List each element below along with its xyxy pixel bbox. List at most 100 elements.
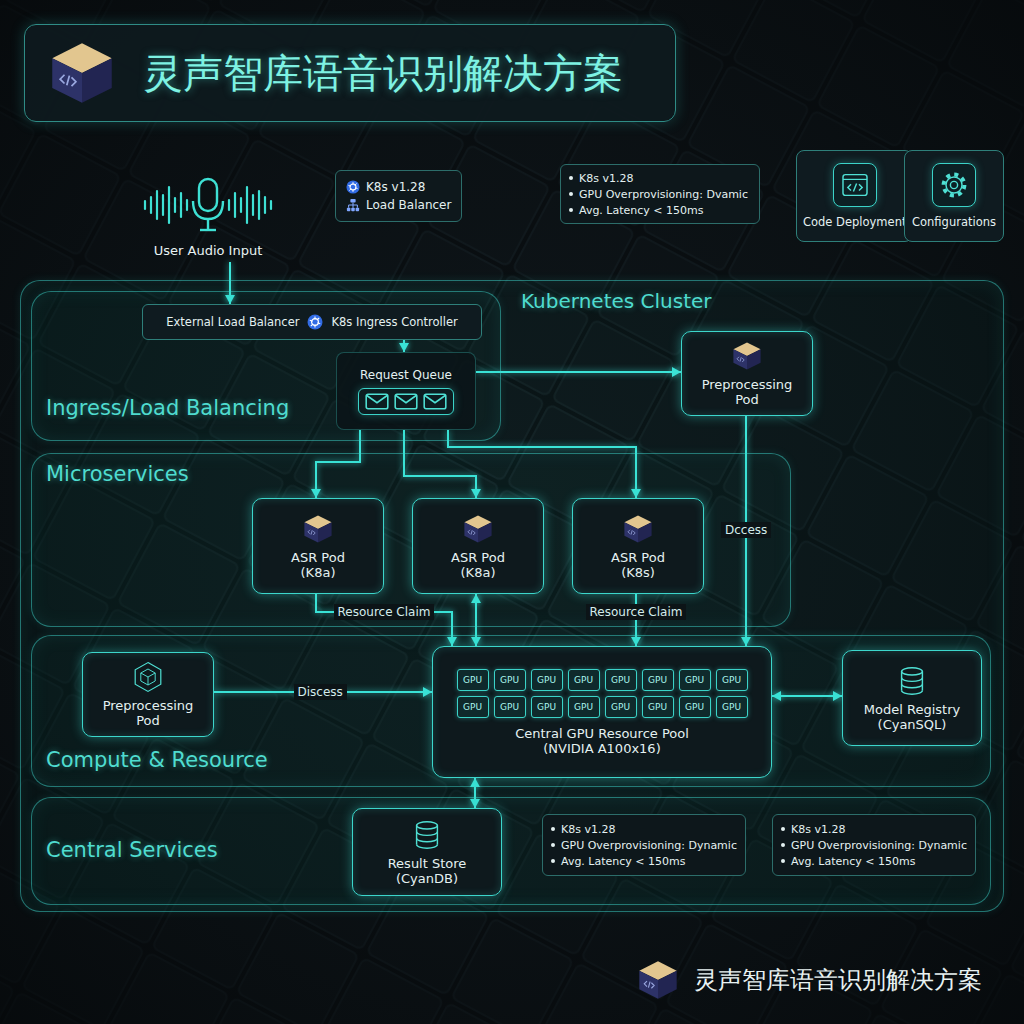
pod-box: ASR Pod (K8s) bbox=[572, 498, 704, 594]
node-label: GPU Overprovisioning: Dynamic bbox=[791, 839, 967, 852]
microphone-icon bbox=[133, 175, 283, 235]
title-text: 灵声智库语音识别解决方案 bbox=[143, 46, 623, 101]
gpu-grid: GPUGPUGPUGPUGPUGPUGPUGPUGPUGPUGPUGPUGPUG… bbox=[457, 669, 748, 718]
k8s-icon bbox=[308, 315, 323, 330]
gpu-chip: GPU bbox=[568, 669, 600, 691]
hex-cube-icon bbox=[132, 661, 164, 693]
cube-logo bbox=[52, 43, 112, 103]
gpu-chip: GPU bbox=[605, 669, 637, 691]
gpu-chip: GPU bbox=[716, 669, 748, 691]
envelope-icon bbox=[423, 393, 447, 410]
envelope-icon bbox=[424, 394, 446, 408]
badge-icon bbox=[347, 199, 359, 211]
queue-icons bbox=[358, 388, 454, 415]
cube-icon bbox=[624, 515, 651, 542]
cube-icon bbox=[304, 515, 331, 542]
node-label: Ingress/Load Balancing bbox=[46, 396, 289, 420]
node-label: Result Store (CyanDB) bbox=[372, 856, 482, 886]
cube-icon bbox=[302, 513, 334, 545]
database-box: Result Store (CyanDB) bbox=[352, 808, 502, 896]
layer-band: MicroservicesASR Pod (K8a)ASR Pod (K8a)A… bbox=[31, 453, 791, 627]
edge-label: Discess bbox=[294, 684, 347, 700]
code-icon bbox=[843, 175, 867, 196]
gear-icon bbox=[938, 169, 970, 201]
title-box: 灵声智库语音识别解决方案 bbox=[24, 24, 676, 122]
cube-logo bbox=[636, 958, 680, 1002]
badge-row: K8s v1.28 bbox=[346, 180, 451, 194]
node-label: K8s v1.28 bbox=[366, 180, 425, 194]
bullet-dot bbox=[781, 859, 785, 863]
gpu-chip: GPU bbox=[642, 696, 674, 718]
gpu-chip: GPU bbox=[716, 696, 748, 718]
database-box: Model Registry (CyanSQL) bbox=[842, 650, 982, 746]
gpu-chip: GPU bbox=[494, 696, 526, 718]
cube-icon bbox=[462, 513, 494, 545]
node-label: Preprocessing Pod bbox=[91, 698, 205, 728]
cube-logo bbox=[639, 961, 676, 998]
gpu-chip: GPU bbox=[568, 696, 600, 718]
info-row: K8s v1.28 bbox=[569, 172, 751, 185]
gpu-chip: GPU bbox=[457, 669, 489, 691]
ingress-strip: External Load Balancer K8s Ingress Contro… bbox=[142, 304, 482, 340]
info-box: K8s v1.28GPU Overprovisioning: DynamicAv… bbox=[542, 814, 746, 876]
node-label: Central GPU Resource Pool (NVIDIA A100x1… bbox=[497, 726, 707, 756]
info-box: K8s v1.28GPU Overprovisioning: DynamicAv… bbox=[772, 814, 976, 876]
caption-text: 灵声智库语音识别解决方案 bbox=[694, 964, 982, 996]
bullet-dot bbox=[781, 827, 785, 831]
node-label: Microservices bbox=[46, 462, 189, 486]
database-icon bbox=[411, 819, 443, 851]
node-label: GPU Overprovisioning: Dvamic bbox=[579, 188, 748, 201]
node-label: ASR Pod (K8s) bbox=[602, 550, 674, 580]
node-label: External Load Balancer bbox=[166, 315, 299, 329]
info-row: GPU Overprovisioning: Dynamic bbox=[551, 839, 737, 852]
pod-box: Preprocessing Pod bbox=[681, 331, 813, 416]
info-row: K8s v1.28 bbox=[781, 823, 967, 836]
info-row: Avg. Latency < 150ms bbox=[569, 204, 751, 217]
icon-frame bbox=[833, 163, 877, 207]
badge-icon bbox=[346, 180, 360, 194]
node-label: K8s v1.28 bbox=[579, 172, 633, 185]
gpu-chip: GPU bbox=[642, 669, 674, 691]
envelope-icon bbox=[394, 393, 418, 410]
node-label: Compute & Resource bbox=[46, 748, 268, 772]
node-label: Avg. Latency < 150ms bbox=[561, 855, 686, 868]
bullet-dot bbox=[569, 192, 573, 196]
edge-label: Dccess bbox=[721, 522, 771, 538]
pod-box: ASR Pod (K8a) bbox=[252, 498, 384, 594]
cube-icon bbox=[622, 513, 654, 545]
bullet-dot bbox=[569, 208, 573, 212]
node-label: User Audio Input bbox=[154, 243, 263, 258]
bullet-dot bbox=[781, 843, 785, 847]
gpu-chip: GPU bbox=[679, 696, 711, 718]
node-label: GPU Overprovisioning: Dynamic bbox=[561, 839, 737, 852]
envelope-icon bbox=[366, 394, 388, 408]
code-icon bbox=[839, 169, 871, 201]
badge-row: Load Balancer bbox=[346, 198, 451, 212]
node-label: K8s Ingress Controller bbox=[331, 315, 457, 329]
node-label: Kubernetes Cluster bbox=[521, 289, 712, 313]
badge-box: K8s v1.28Load Balancer bbox=[335, 170, 462, 222]
edge-label: Resource Claim bbox=[334, 604, 435, 620]
envelope-icon bbox=[395, 394, 417, 408]
layer-band: Kubernetes ClusterIngress/Load Balancing… bbox=[20, 280, 1004, 912]
node-label: K8s v1.28 bbox=[791, 823, 845, 836]
node-label: Avg. Latency < 150ms bbox=[791, 855, 916, 868]
edge-label: Resource Claim bbox=[586, 604, 687, 620]
node-label: Avg. Latency < 150ms bbox=[579, 204, 704, 217]
microphone-icon bbox=[145, 179, 271, 230]
node-label: Code Deployment bbox=[803, 215, 906, 229]
tool-tile: Configurations bbox=[904, 150, 1004, 242]
cube-icon bbox=[464, 515, 491, 542]
bullet-dot bbox=[569, 176, 573, 180]
badge-icon bbox=[346, 198, 360, 212]
database-icon bbox=[417, 821, 438, 847]
layer-band: Ingress/Load Balancing External Load Bala… bbox=[31, 291, 501, 441]
k8s-icon bbox=[307, 314, 323, 330]
badge-icon bbox=[346, 180, 359, 193]
gpu-chip: GPU bbox=[531, 696, 563, 718]
node-label: Request Queue bbox=[360, 368, 452, 382]
bullet-dot bbox=[551, 859, 555, 863]
info-row: Avg. Latency < 150ms bbox=[781, 855, 967, 868]
